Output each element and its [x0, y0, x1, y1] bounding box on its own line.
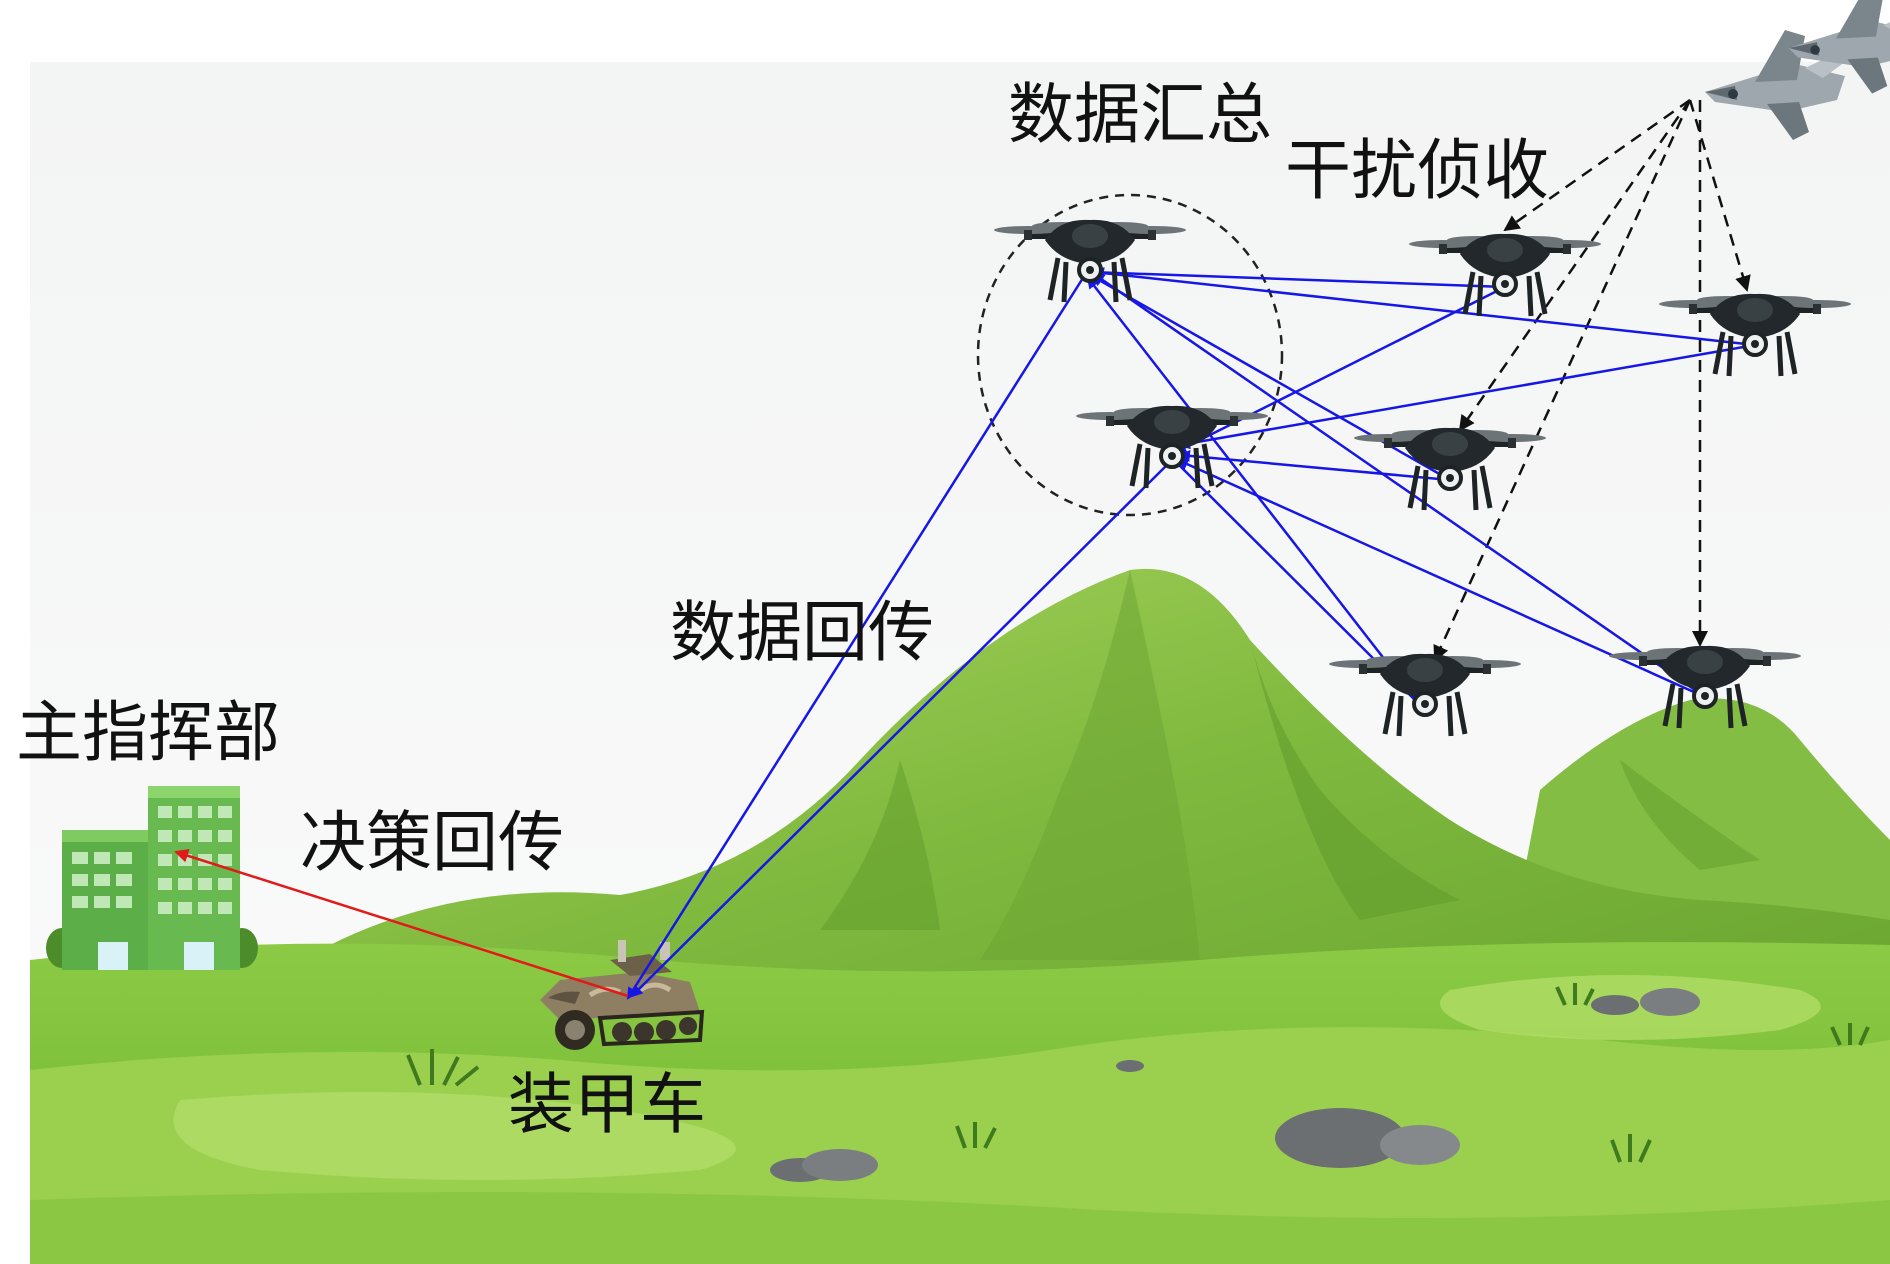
rocks	[770, 988, 1700, 1182]
grass-tufts	[406, 983, 1870, 1163]
building-icon	[46, 786, 258, 970]
jamming-reconnaissance-label: 干扰侦收	[1285, 132, 1549, 209]
command-label: 主指挥部	[16, 694, 280, 771]
jamming-links	[1433, 98, 1751, 662]
data-return-label: 数据回传	[670, 594, 934, 671]
armored-vehicle-label: 装甲车	[508, 1066, 706, 1143]
aggregation-cluster-circle	[976, 193, 1284, 517]
decision-link	[174, 848, 629, 998]
decision-return-label: 决策回传	[300, 804, 564, 881]
data-aggregation-label: 数据汇总	[1008, 76, 1272, 153]
